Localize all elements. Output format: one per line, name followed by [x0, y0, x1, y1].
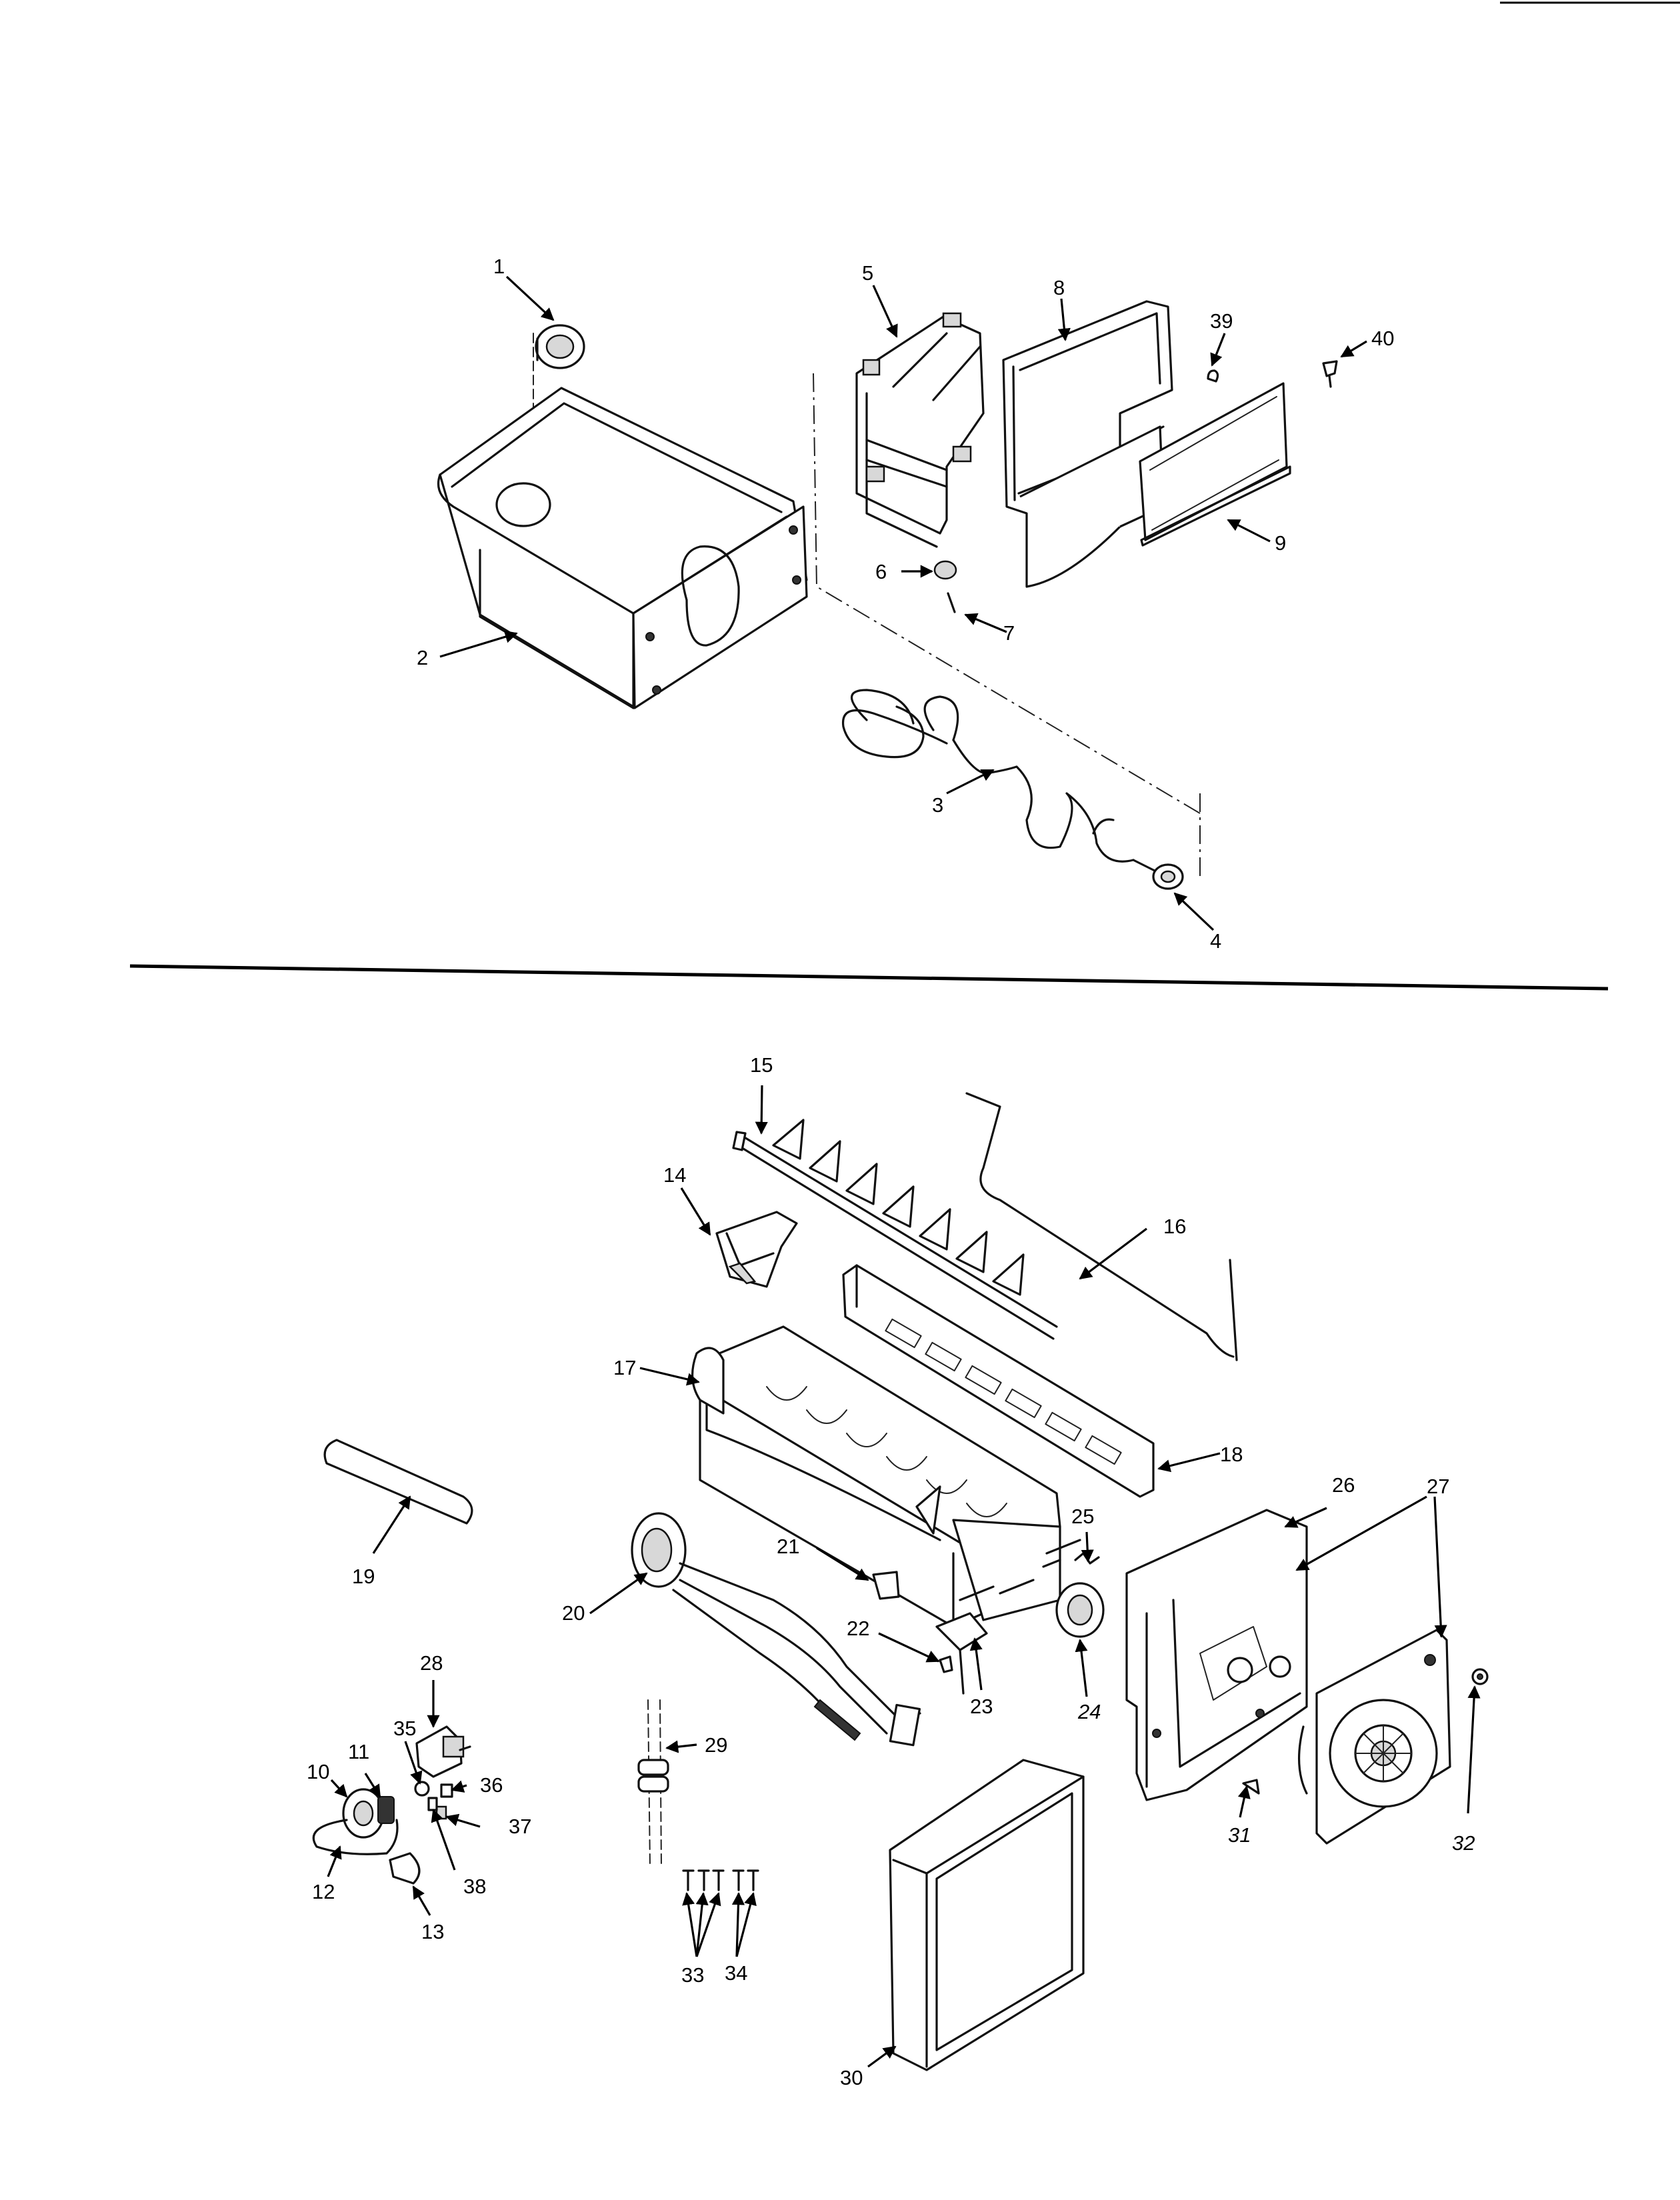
part-6-washer	[933, 560, 957, 580]
callout-5: 5	[862, 261, 873, 285]
part-5-ice-chute	[855, 312, 985, 548]
part-26-control-housing	[1125, 1509, 1308, 1801]
callout-39: 39	[1210, 309, 1233, 333]
part-17-ice-mold	[691, 1325, 1061, 1628]
callout-4: 4	[1210, 929, 1221, 953]
part-2-ice-bucket	[437, 387, 808, 709]
part-8-door-frame	[1002, 300, 1173, 588]
callout-12: 12	[312, 1880, 335, 1903]
part-20-harness	[631, 1512, 921, 1747]
part-22-screw	[939, 1655, 953, 1673]
callout-19: 19	[352, 1565, 375, 1588]
part-15-ejector	[732, 1119, 1058, 1340]
part-28-water-valve	[415, 1725, 471, 1778]
part-19-fill-tube	[323, 1439, 473, 1525]
part-11-coil	[377, 1796, 395, 1824]
callout-25: 25	[1071, 1505, 1094, 1528]
callout-28: 28	[420, 1651, 443, 1675]
part-18-stripper	[842, 1264, 1155, 1498]
part-9-window-panel	[1139, 382, 1291, 547]
callout-6: 6	[875, 560, 887, 583]
callout-3: 3	[932, 793, 943, 817]
part-30-front-cover	[889, 1759, 1085, 2071]
callout-15: 15	[750, 1053, 773, 1077]
part-12-wire	[312, 1819, 399, 1855]
part-36-fitting	[440, 1783, 453, 1798]
part-31-screw	[1242, 1779, 1260, 1795]
callout-37: 37	[509, 1815, 531, 1838]
callout-labels: 1 2 3 4 5 6 7 8 9 10 11 12 13 14 15 16 1…	[307, 255, 1475, 2089]
callout-24: 24	[1077, 1700, 1101, 1723]
callout-27: 27	[1427, 1475, 1449, 1498]
lower-callout-leaders	[327, 1085, 1481, 2068]
part-33-screws	[682, 1869, 725, 1891]
callout-35: 35	[393, 1717, 416, 1740]
callout-23: 23	[970, 1695, 993, 1718]
part-32-nut	[1471, 1668, 1489, 1685]
callout-1: 1	[493, 255, 505, 278]
part-39-clip	[1207, 369, 1219, 383]
part-34-screws	[732, 1869, 759, 1891]
part-7-pin	[947, 592, 956, 613]
callout-10: 10	[307, 1760, 329, 1783]
callout-13: 13	[421, 1920, 444, 1943]
callout-11: 11	[348, 1740, 369, 1763]
callout-31: 31	[1228, 1823, 1251, 1847]
callout-33: 33	[681, 1963, 704, 1987]
callout-8: 8	[1053, 276, 1065, 299]
callout-7: 7	[1003, 621, 1015, 645]
part-24-gear	[1055, 1582, 1105, 1638]
part-35-fitting	[414, 1781, 430, 1797]
section-divider	[129, 964, 1609, 991]
callout-21: 21	[777, 1535, 799, 1558]
part-29-tube-coupling	[637, 1699, 669, 1867]
callout-2: 2	[417, 646, 428, 669]
callout-34: 34	[725, 1961, 747, 1985]
callout-40: 40	[1371, 327, 1394, 350]
callout-16: 16	[1163, 1215, 1186, 1238]
callout-30: 30	[840, 2066, 863, 2089]
part-40-screw	[1322, 360, 1338, 388]
callout-32: 32	[1452, 1831, 1475, 1855]
part-38-insert	[427, 1797, 438, 1811]
part-25-spring	[959, 1539, 1100, 1601]
part-14-bracket	[715, 1211, 798, 1288]
callout-26: 26	[1332, 1473, 1355, 1497]
part-16-shutoff-arm	[965, 1092, 1238, 1361]
callout-29: 29	[705, 1733, 727, 1757]
callout-36: 36	[480, 1773, 503, 1797]
part-27-motor-plate	[1297, 1629, 1451, 1845]
upper-callout-leaders	[439, 275, 1367, 931]
part-4-bushing	[1152, 863, 1184, 890]
part-37-nut	[435, 1805, 447, 1820]
callout-22: 22	[847, 1617, 869, 1640]
callout-20: 20	[562, 1601, 585, 1625]
callout-17: 17	[613, 1356, 636, 1379]
callout-9: 9	[1275, 531, 1286, 555]
callout-18: 18	[1220, 1443, 1243, 1466]
callout-14: 14	[663, 1163, 686, 1187]
part-13-clamp	[389, 1852, 421, 1885]
part-3-auger	[841, 689, 1161, 875]
callout-38: 38	[463, 1875, 486, 1898]
part-21-clip	[872, 1571, 900, 1600]
